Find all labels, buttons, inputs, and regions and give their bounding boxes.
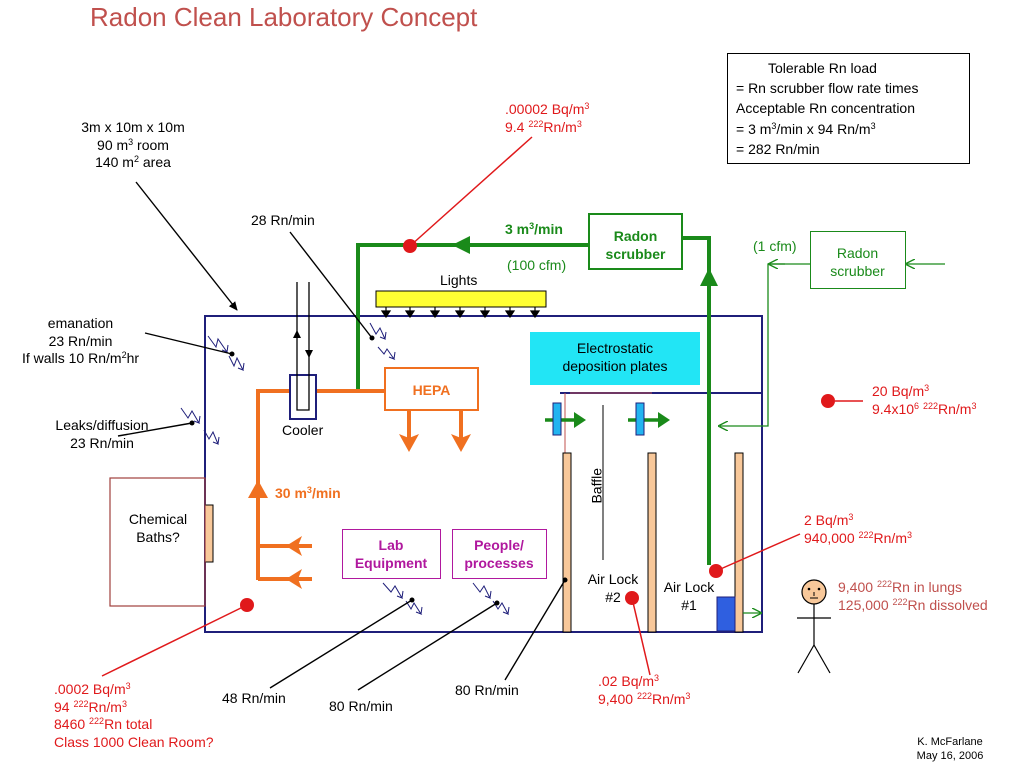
- info-line1: Tolerable Rn load: [768, 60, 877, 76]
- hepa-box: HEPA: [384, 367, 479, 411]
- green-arrow-left: [452, 236, 470, 254]
- red-dots: [240, 239, 835, 612]
- info-line4: = 3 m3/min x 94 Rn/m3: [736, 121, 876, 137]
- leader-lines: [117, 181, 566, 691]
- airlock2-right-door: [647, 452, 657, 633]
- info-box: Tolerable Rn load = Rn scrubber flow rat…: [727, 53, 970, 164]
- room-dimensions: 3m x 10m x 10m 90 m3 room 140 m2 area: [81, 119, 185, 170]
- leaks-label: Leaks/diffusion 23 Rn/min: [55, 417, 149, 451]
- airlock2-label: Air Lock #2: [587, 571, 639, 605]
- airlock2-left-door: [562, 452, 572, 633]
- person-face: [807, 587, 821, 599]
- plate-filter-2: [635, 402, 645, 436]
- green-duct: [356, 236, 711, 565]
- airlock2-concentration: .02 Bq/m3 9,400 222Rn/m3: [598, 673, 691, 707]
- red-leaders: [101, 136, 863, 677]
- small-flow-cfm: (1 cfm): [753, 238, 797, 254]
- airlock1-concentration: 2 Bq/m3 940,000 222Rn/m3: [804, 512, 912, 546]
- rn48-label: 48 Rn/min: [222, 690, 286, 706]
- info-line5: = 282 Rn/min: [736, 141, 820, 157]
- info-line2: = Rn scrubber flow rate times: [736, 80, 919, 96]
- emanation-squiggles: [180, 322, 510, 616]
- plate-filter-1: [552, 402, 562, 436]
- hepa-label: HEPA: [412, 382, 451, 398]
- recirculation-flow: 30 m3/min: [275, 485, 341, 501]
- main-flow-cfm: (100 cfm): [507, 257, 567, 273]
- page-title: Radon Clean Laboratory Concept: [90, 2, 478, 32]
- chemical-baths-label: Chemical Baths?: [128, 511, 188, 545]
- electrostatic-plates: Electrostatic deposition plates: [530, 332, 700, 385]
- rn80-airlock-label: 80 Rn/min: [455, 682, 519, 698]
- light-arrows: [380, 307, 541, 319]
- cooler-box: [289, 374, 317, 420]
- airlock1-exit-door: [716, 596, 736, 632]
- lights-bar: [375, 290, 547, 308]
- author-credit: K. McFarlane May 16, 2006: [916, 736, 984, 763]
- emanation-label: emanation 23 Rn/min If walls 10 Rn/m2hr: [21, 315, 140, 366]
- orange-arrow-up: [248, 480, 268, 498]
- lab-equipment-box: Lab Equipment: [342, 529, 441, 579]
- main-radon-scrubber: Radon scrubber: [588, 213, 683, 270]
- airlock1-label: Air Lock #1: [663, 579, 715, 613]
- person-radon-load: 9,400 222Rn in lungs 125,000 222Rn disso…: [838, 579, 988, 613]
- clean-room-outline: [204, 315, 763, 633]
- rn28-label: 28 Rn/min: [251, 212, 315, 228]
- small-scrubber-line: [720, 264, 945, 613]
- small-radon-scrubber: Radon scrubber: [810, 231, 906, 289]
- chem-bath-door: [204, 504, 214, 563]
- chemical-baths-box: [109, 477, 206, 607]
- info-line3: Acceptable Rn concentration: [736, 100, 915, 116]
- rn80-lab-label: 80 Rn/min: [329, 698, 393, 714]
- airlock1-outer-door: [734, 452, 744, 633]
- lights-label: Lights: [440, 272, 478, 288]
- leader-dots: [189, 335, 568, 606]
- supply-air-concentration: .00002 Bq/m3 9.4 222Rn/m3: [505, 101, 590, 135]
- orange-duct: [256, 389, 463, 581]
- people-processes-box: People/ processes: [452, 529, 547, 579]
- baffle-label: Baffle: [588, 467, 605, 504]
- main-flow-rate: 3 m3/min: [505, 221, 563, 237]
- cooler-label: Cooler: [282, 422, 324, 438]
- cleanroom-concentration: .0002 Bq/m3 94 222Rn/m3 8460 222Rn total…: [54, 681, 214, 750]
- green-arrow-up: [700, 268, 718, 286]
- outside-air-concentration: 20 Bq/m3 9.4x106 222Rn/m3: [872, 383, 977, 417]
